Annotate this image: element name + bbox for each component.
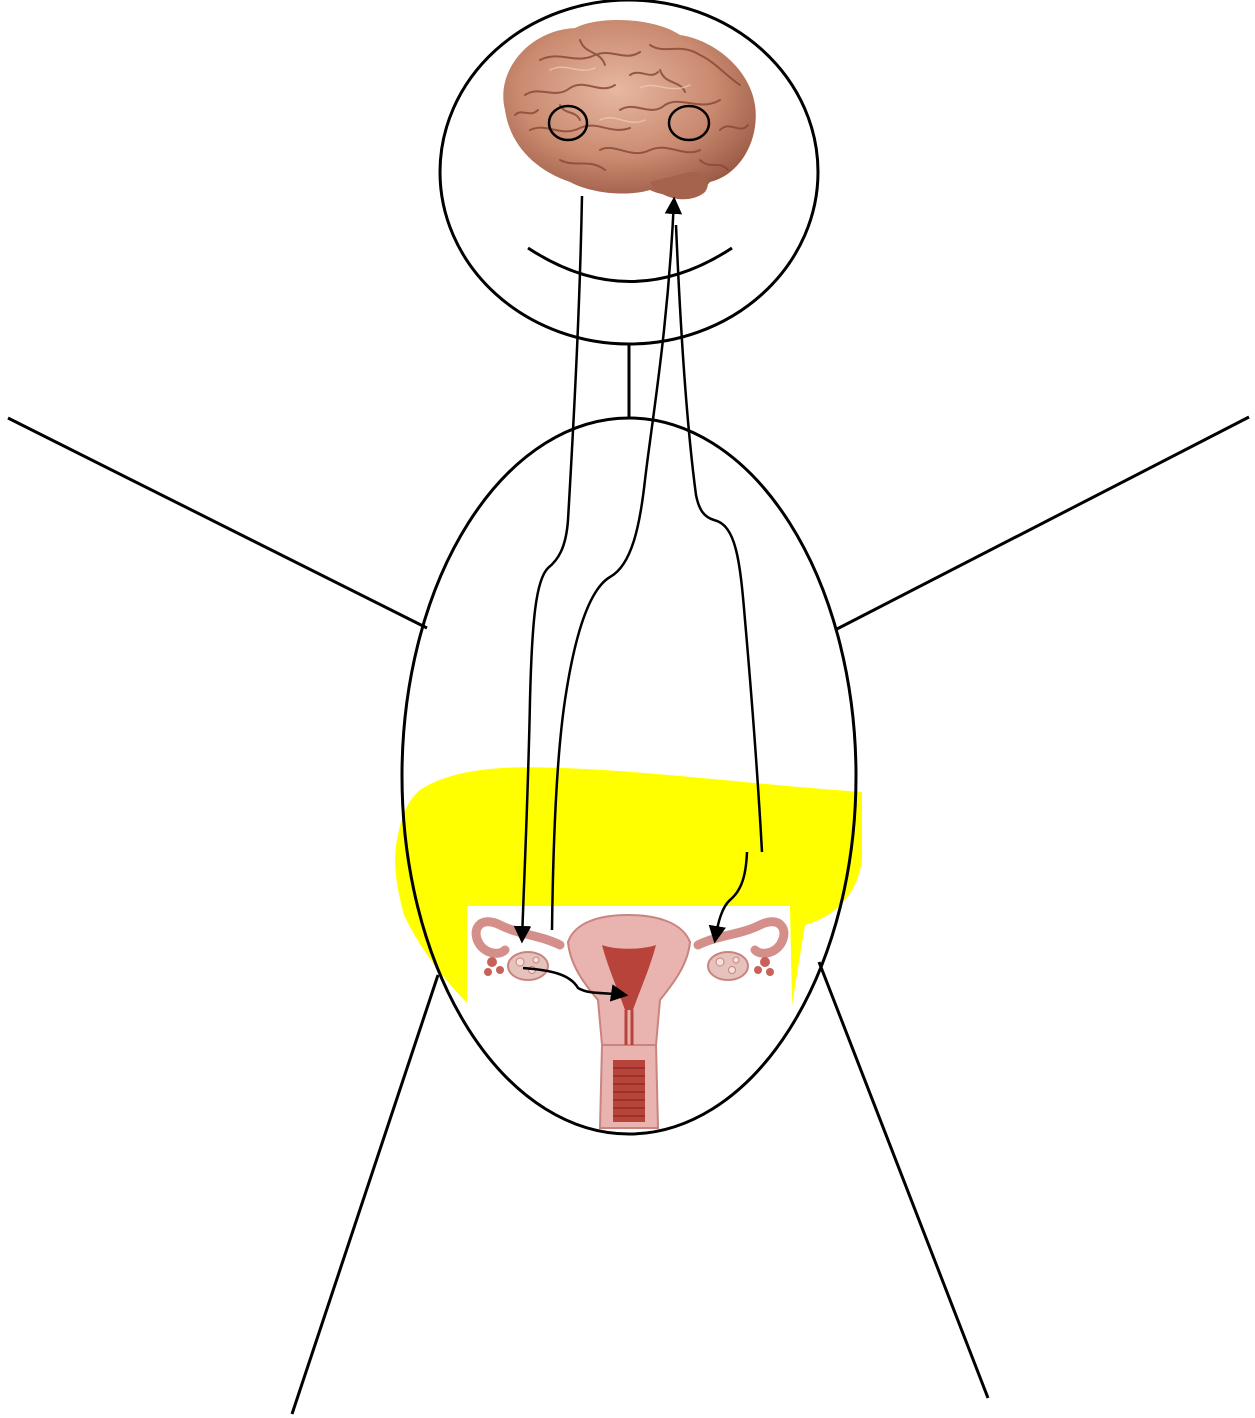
left-arm <box>8 418 427 628</box>
smile <box>528 248 732 282</box>
pathway-brain-to-right-ovary <box>676 225 762 852</box>
left-leg <box>292 975 438 1414</box>
right-arm <box>835 417 1249 630</box>
brain-icon <box>503 20 755 199</box>
right-leg <box>819 962 988 1398</box>
